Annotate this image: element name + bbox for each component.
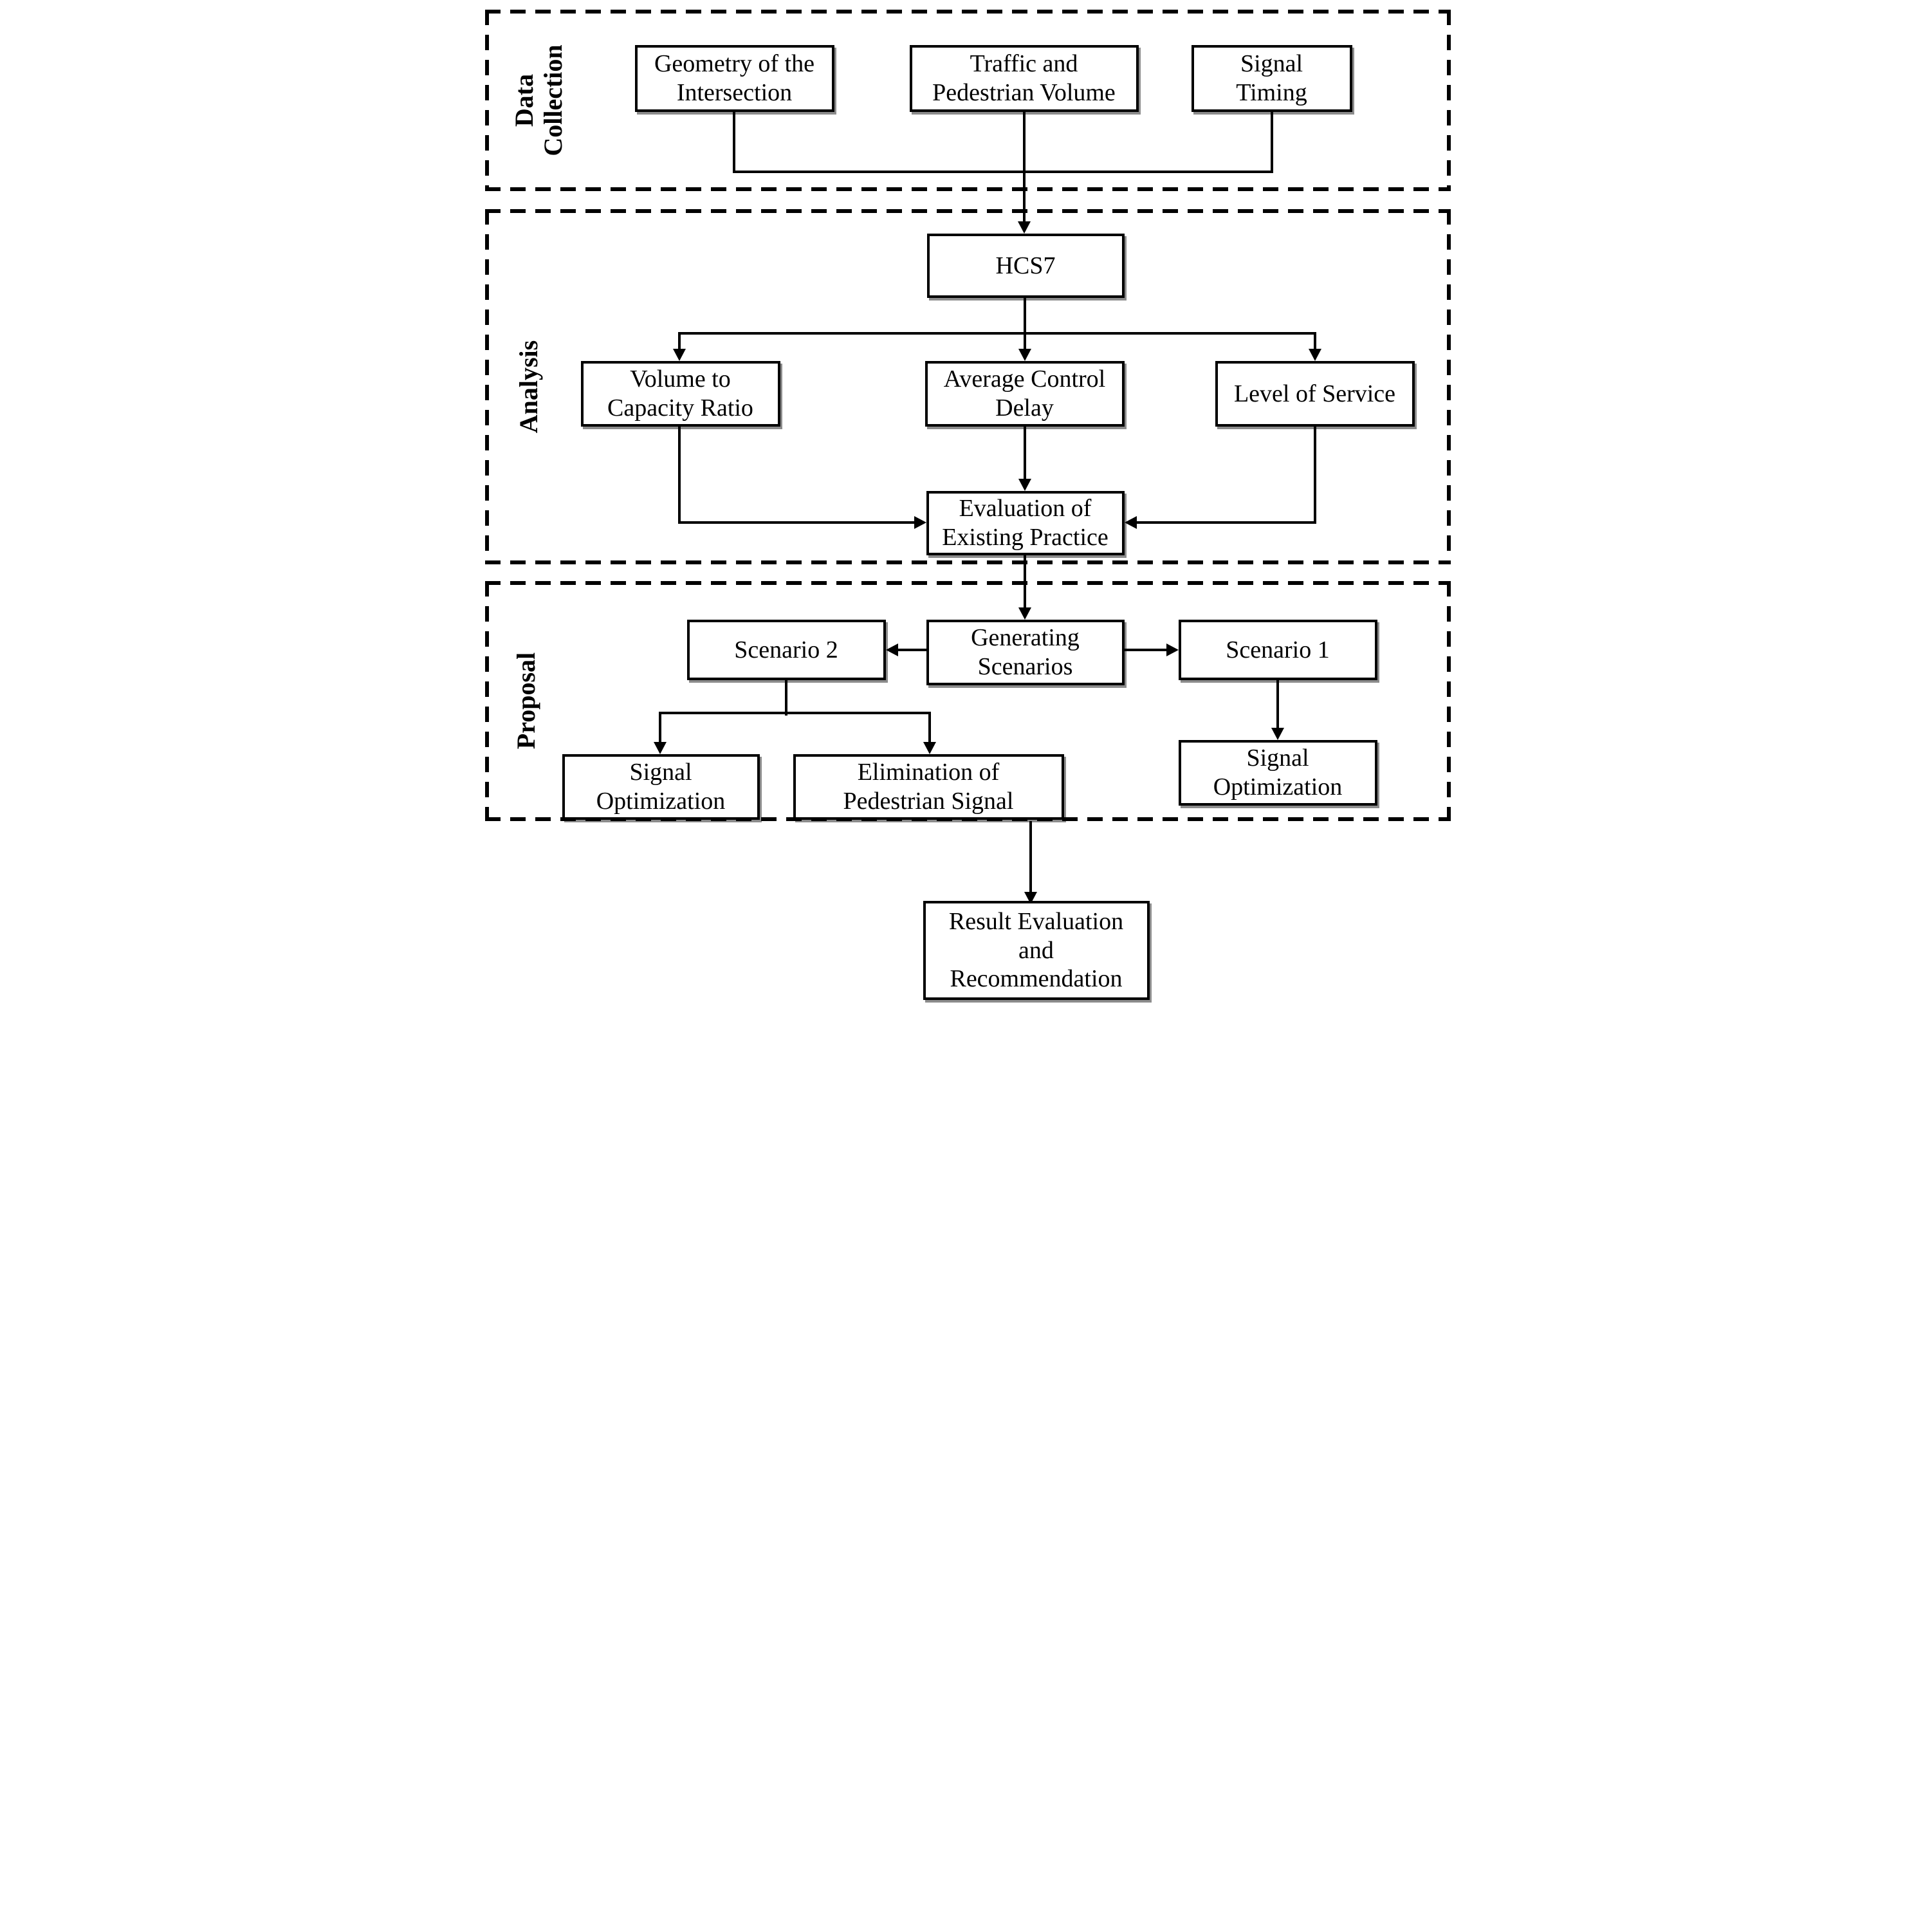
arrowhead-into-scenario1 [1166,643,1179,656]
edge-proposal-to-result [1029,821,1032,894]
edge-level-of-service-down [1313,425,1316,524]
node-volume-to-capacity-ratio: Volume to Capacity Ratio [580,361,780,427]
edge-geometry-down [732,111,735,173]
edge-volume-capacity-down [677,425,681,524]
edge-generating-to-scenario2 [897,649,926,651]
edge-scenario2-right-down [928,713,931,745]
arrowhead-into-signal-opt-s2 [653,742,667,754]
edge-hcs7-down [1023,298,1026,336]
section-border [484,209,1451,213]
node-signal-timing: Signal Timing [1191,45,1352,112]
node-traffic-and-pedestrian-volume: Traffic and Pedestrian Volume [909,45,1139,112]
arrowhead-into-avg-control-delay [1018,349,1031,361]
arrowhead-into-evaluation-left [914,516,926,529]
edge-volume-capacity-to-evaluation [677,521,916,524]
edge-scenario2-down [784,679,787,716]
edge-level-of-service-to-evaluation [1134,521,1316,524]
arrowhead-into-signal-opt-s1 [1271,728,1284,740]
node-hcs7: HCS7 [926,234,1125,298]
arrowhead-into-generating [1018,607,1031,620]
edge-branch-right-down [1313,333,1316,351]
edge-collector-horizontal [732,171,1273,173]
node-generating-scenarios: Generating Scenarios [926,620,1125,685]
arrowhead-into-hcs7 [1017,221,1031,234]
section-border [1446,10,1451,191]
section-label-data-collection: Data Collection [509,44,567,156]
section-border [484,560,1451,564]
node-signal-optimization-scenario2: Signal Optimization [562,754,760,820]
edge-branch-left-down [677,333,681,351]
node-elimination-of-pedestrian-signal: Elimination of Pedestrian Signal [793,754,1064,820]
node-level-of-service: Level of Service [1215,361,1415,427]
arrowhead-into-evaluation-right [1124,516,1137,529]
flowchart-canvas: Data Collection Analysis Proposal Geomet… [472,0,1460,1004]
section-border [1446,581,1451,821]
section-data-collection [484,10,1451,191]
section-label-proposal: Proposal [511,652,540,750]
edge-branch-mid-down [1023,333,1026,351]
edge-avg-control-delay-down [1023,425,1026,481]
node-scenario-2: Scenario 2 [686,620,886,680]
section-border [484,581,489,821]
arrowhead-into-volume-capacity [672,349,686,361]
section-border [484,10,1451,14]
section-border [484,187,1451,191]
edge-evaluation-to-generating [1023,554,1026,610]
edge-scenario2-left-down [658,713,661,745]
section-label-analysis: Analysis [513,340,543,434]
node-evaluation-of-existing-practice: Evaluation of Existing Practice [926,491,1125,555]
arrowhead-into-elimination [923,742,936,754]
section-border [1446,209,1451,564]
section-analysis [484,209,1451,564]
edge-generating-to-scenario1 [1124,649,1168,651]
section-border [484,209,489,564]
arrowhead-into-level-of-service [1308,349,1321,361]
node-average-control-delay: Average Control Delay [925,361,1125,427]
arrowhead-into-scenario2 [885,643,898,656]
section-border [484,581,1451,585]
node-scenario-1: Scenario 1 [1178,620,1377,680]
node-geometry-of-the-intersection: Geometry of the Intersection [634,45,834,112]
edge-scenario1-down [1276,679,1279,730]
section-border [484,10,489,191]
arrowhead-into-evaluation-top [1018,479,1031,491]
node-result-evaluation-and-recommendation: Result Evaluation and Recommendation [923,901,1150,1000]
node-signal-optimization-scenario1: Signal Optimization [1178,740,1377,806]
edge-traffic-to-hcs7 [1022,111,1026,223]
edge-branch-horizontal [677,332,1316,335]
edge-scenario2-branch [658,712,931,714]
edge-signal-timing-down [1270,111,1273,173]
